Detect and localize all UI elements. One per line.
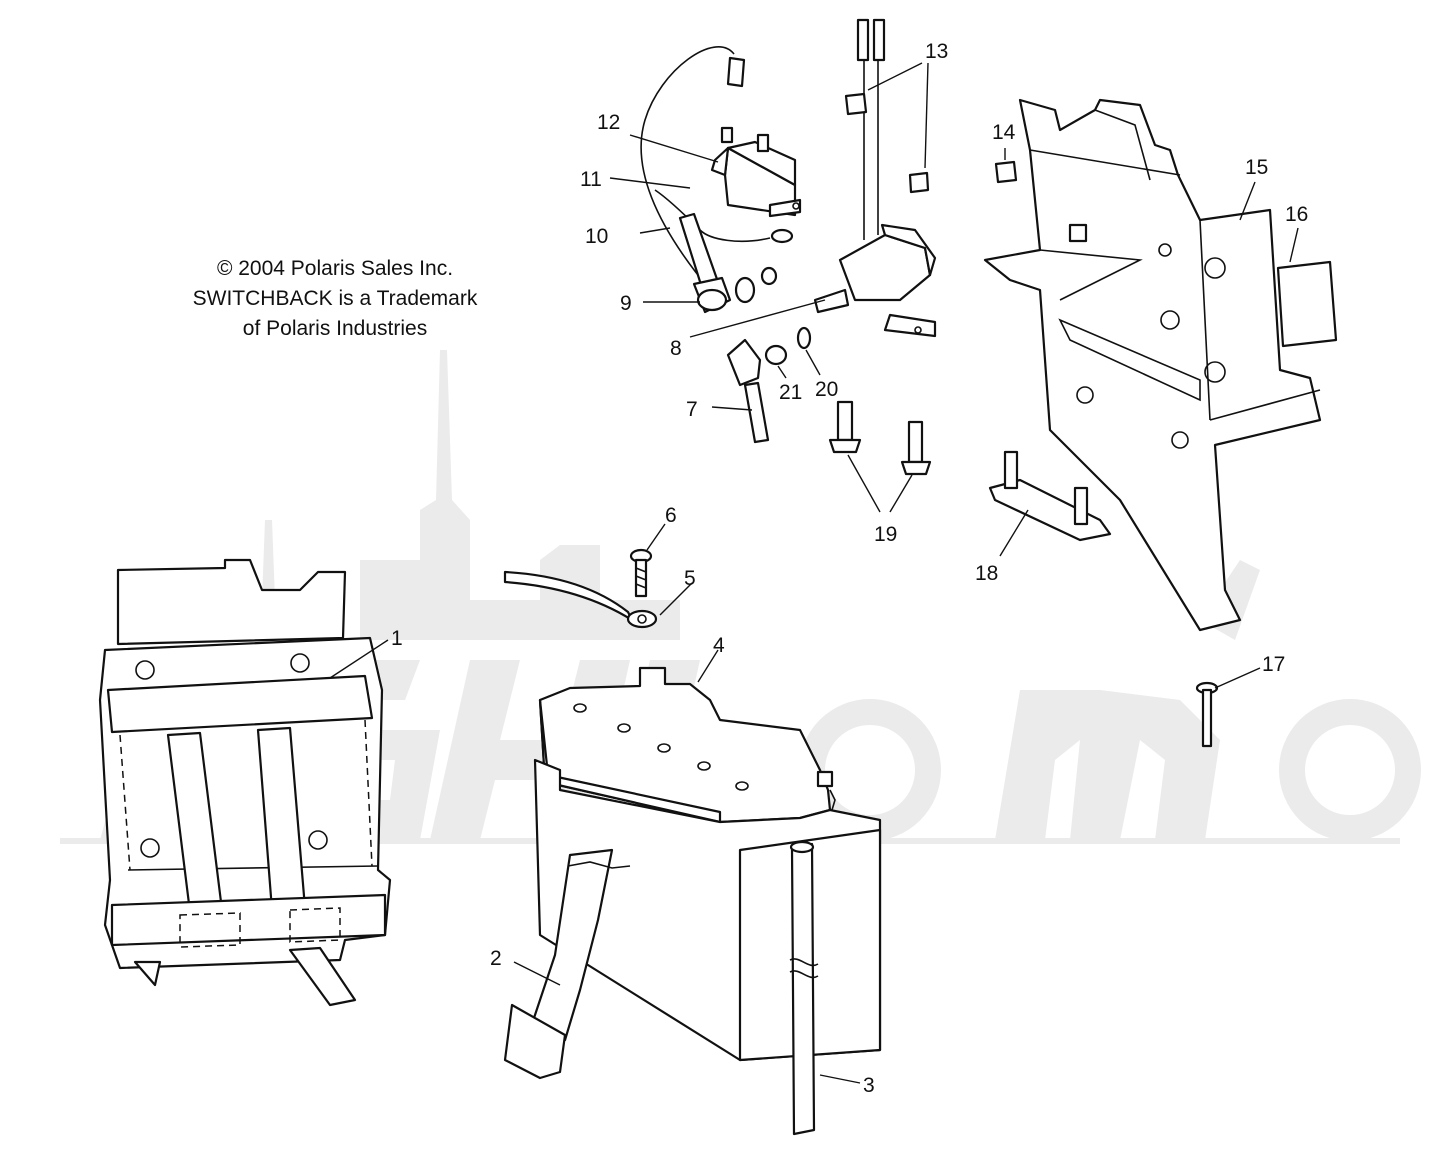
callout-5: 5: [684, 567, 696, 590]
callout-numbers: 1 2 3 4 5 6 7 8 9 10 11 12 13 14 15 16 1…: [391, 40, 1308, 1097]
callout-21: 21: [779, 381, 802, 404]
callout-9: 9: [620, 292, 632, 315]
trademark-line-1: SWITCHBACK is a Trademark: [192, 287, 478, 310]
small-fittings: [734, 266, 778, 304]
callout-18: 18: [975, 562, 998, 585]
callout-4: 4: [713, 634, 725, 657]
washer-20: [796, 326, 812, 350]
rivet: [1195, 681, 1219, 748]
mount-pad: [988, 450, 1112, 542]
nut-b: [908, 171, 930, 194]
bolts: [828, 400, 932, 476]
leader-lines: [329, 62, 1299, 1084]
callout-8: 8: [670, 337, 682, 360]
callout-2: 2: [490, 947, 502, 970]
callout-6: 6: [665, 504, 677, 527]
callout-15: 15: [1245, 156, 1268, 179]
mounting-bracket: [983, 98, 1322, 632]
copyright-line: © 2004 Polaris Sales Inc.: [216, 257, 454, 280]
callout-16: 16: [1285, 203, 1308, 226]
callout-17: 17: [1262, 653, 1285, 676]
battery-strap: [503, 848, 631, 1080]
trademark-line-2: of Polaris Industries: [242, 317, 428, 340]
callout-12: 12: [597, 111, 620, 134]
decal-label: [1276, 260, 1338, 348]
callout-20: 20: [815, 378, 838, 401]
callout-19: 19: [874, 523, 897, 546]
nut-21: [764, 344, 788, 366]
callout-10: 10: [585, 225, 608, 248]
callout-3: 3: [863, 1074, 875, 1097]
callout-13: 13: [925, 40, 948, 63]
battery-box: [98, 558, 392, 1007]
callout-7: 7: [686, 398, 698, 421]
solenoid: [813, 18, 937, 338]
copyright-notice: © 2004 Polaris Sales Inc. SWITCHBACK is …: [150, 254, 520, 344]
long-wire: [640, 46, 746, 291]
battery-cable: [503, 570, 658, 629]
nut-14: [994, 160, 1018, 184]
relay-module: [710, 126, 802, 218]
vent-hose: [789, 840, 819, 1136]
callout-11: 11: [580, 168, 602, 191]
ground-wire: [654, 189, 794, 244]
nut-a: [844, 92, 868, 116]
callout-1: 1: [391, 627, 403, 650]
terminal-boot: [726, 338, 770, 444]
callout-14: 14: [992, 121, 1016, 144]
screw: [629, 548, 653, 598]
plug-cap: [678, 212, 732, 314]
